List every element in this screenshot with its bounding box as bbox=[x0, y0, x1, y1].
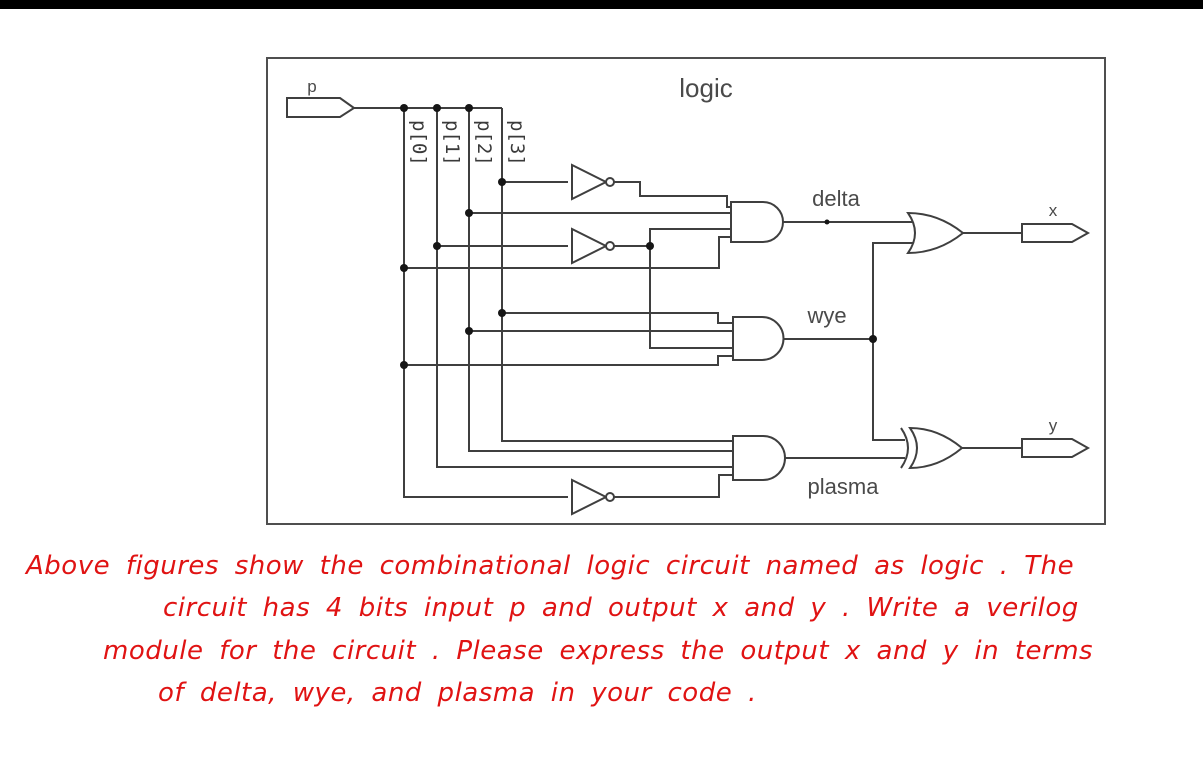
wire-p0-to-wye bbox=[404, 355, 733, 366]
wire-p0-vertical bbox=[403, 108, 568, 498]
output-port-y bbox=[1021, 438, 1091, 458]
junction-dot bbox=[433, 242, 441, 250]
not-gate-bubble bbox=[605, 492, 615, 502]
not-gate-bubble bbox=[605, 241, 615, 251]
bit-label-p1: p[1] bbox=[441, 120, 463, 166]
junction-dot bbox=[498, 309, 506, 317]
ports bbox=[286, 97, 1091, 458]
xor-gate-body bbox=[908, 426, 964, 470]
junction-dot bbox=[465, 209, 473, 217]
wire-p3-to-wye bbox=[502, 312, 733, 324]
not-gate-triangle bbox=[571, 163, 609, 201]
junction-dot bbox=[498, 178, 506, 186]
xor-gate-leading-arc bbox=[900, 427, 909, 469]
and-gate-wye bbox=[732, 316, 785, 361]
wire-not3-to-plasma bbox=[614, 474, 733, 498]
delta-net-dot bbox=[824, 219, 830, 225]
logic-schematic-svg: logic p p[0] p[1] p[2] p[3] delta wye pl… bbox=[266, 57, 1106, 525]
module-title: logic bbox=[679, 73, 732, 103]
and-gate-delta bbox=[730, 201, 784, 243]
or-gate bbox=[906, 211, 965, 255]
wire-wye-to-or bbox=[872, 242, 916, 339]
wire-p3-vertical bbox=[501, 108, 732, 442]
top-black-bar bbox=[0, 0, 1203, 9]
not-gate-3 bbox=[571, 478, 615, 516]
wire-p2-vertical bbox=[468, 108, 732, 452]
and-gate-plasma bbox=[732, 435, 786, 481]
junction-dot bbox=[465, 327, 473, 335]
labels: logic p p[0] p[1] p[2] p[3] delta wye pl… bbox=[307, 73, 1057, 499]
wires bbox=[354, 107, 1022, 498]
bit-label-p0: p[0] bbox=[408, 120, 430, 166]
wire-not1-to-delta bbox=[614, 181, 731, 208]
junction-dots bbox=[400, 104, 877, 369]
junction-dot bbox=[400, 361, 408, 369]
junction-dot bbox=[433, 104, 441, 112]
circuit-diagram: logic p p[0] p[1] p[2] p[3] delta wye pl… bbox=[266, 57, 1106, 525]
output-port-y-label: y bbox=[1049, 416, 1058, 435]
junction-dot bbox=[400, 104, 408, 112]
net-label-delta: delta bbox=[812, 186, 860, 211]
output-port-x bbox=[1021, 223, 1091, 243]
note-line-1: Above figures show the combinational log… bbox=[26, 551, 1075, 581]
net-label-wye: wye bbox=[806, 303, 846, 328]
junction-dot bbox=[646, 242, 654, 250]
not-gate-triangle bbox=[571, 478, 609, 516]
junction-dot bbox=[400, 264, 408, 272]
not-gate-2 bbox=[571, 227, 615, 265]
wire-not2-to-delta bbox=[614, 228, 731, 247]
junction-dot bbox=[465, 104, 473, 112]
not-gate-1 bbox=[571, 163, 615, 201]
not-gate-bubble bbox=[605, 177, 615, 187]
note-line-3: module for the circuit . Please express … bbox=[103, 636, 1094, 666]
net-label-plasma: plasma bbox=[808, 474, 880, 499]
not-gate-triangle bbox=[571, 227, 609, 265]
input-port-p bbox=[286, 97, 356, 118]
input-port-p-label: p bbox=[307, 77, 316, 96]
wire-not2-to-wye bbox=[649, 246, 733, 349]
bit-label-p2: p[2] bbox=[473, 120, 495, 166]
wire-p0-to-delta bbox=[404, 236, 731, 269]
note-line-4: of delta, wye, and plasma in your code . bbox=[158, 678, 757, 708]
wire-p1-vertical bbox=[436, 108, 732, 468]
note-line-2: circuit has 4 bits input p and output x … bbox=[163, 593, 1079, 623]
wire-wye-to-xor bbox=[872, 339, 905, 441]
junction-dot bbox=[869, 335, 877, 343]
bit-label-p3: p[3] bbox=[506, 120, 528, 166]
gates bbox=[571, 163, 965, 516]
module-boundary-box bbox=[266, 57, 1106, 525]
output-port-x-label: x bbox=[1049, 201, 1058, 220]
